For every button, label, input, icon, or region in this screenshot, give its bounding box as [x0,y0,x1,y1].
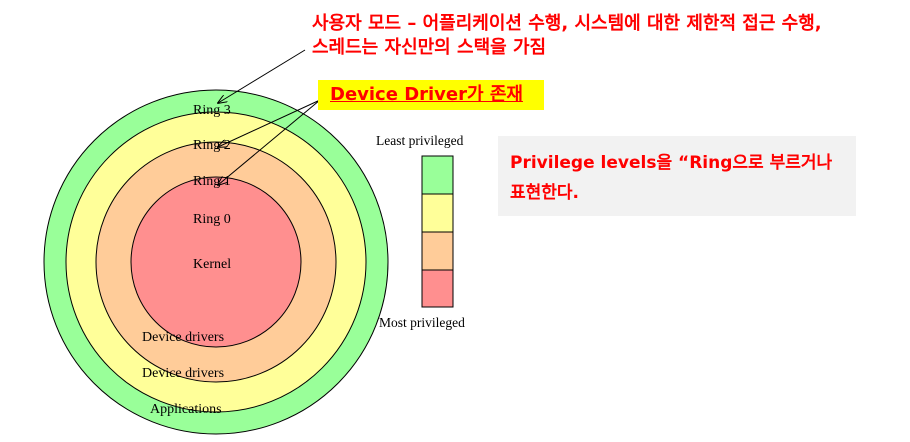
privilege-note-line-2: 표현한다. [510,183,580,203]
user-mode-line-2: 스레드는 자신만의 스택을 가짐 [312,37,547,58]
privilege-note-line-1: Privilege levels을 “Ring으로 부르거나 [510,153,833,173]
device-driver-note: Device Driver가 존재 [330,84,523,105]
legend-swatch-ring0 [421,269,454,308]
legend-swatch-ring2 [421,193,454,233]
ring-1-content: Device drivers [142,330,224,345]
ring-0-circle [130,176,302,348]
legend-most-privileged: Most privileged [379,315,465,330]
arrow-driver-ring2 [218,99,321,147]
user-mode-annotation: 사용자 모드 – 어플리케이션 수행, 시스템에 대한 제한적 접근 수행, 스… [312,12,822,60]
ring-3-label: Ring 3 [193,103,231,118]
kernel-label: Kernel [193,257,231,272]
arrow-driver-ring1 [218,99,321,185]
device-driver-highlight [318,80,544,110]
user-mode-line-1: 사용자 모드 – 어플리케이션 수행, 시스템에 대한 제한적 접근 수행, [312,13,822,34]
ring-1-label: Ring 1 [193,174,231,189]
legend-swatch-ring1 [421,231,454,271]
privilege-note-box [498,136,856,216]
ring-0-label: Ring 0 [193,212,231,227]
legend-least-privileged: Least privileged [376,133,464,148]
legend-swatch-ring3 [421,155,454,195]
ring-3-content: Applications [150,402,222,417]
arrow-user-mode [218,49,306,103]
ring-2-content: Device drivers [142,366,224,381]
ring-2-label: Ring 2 [193,138,231,153]
privilege-note: Privilege levels을 “Ring으로 부르거나 표현한다. [510,148,850,208]
